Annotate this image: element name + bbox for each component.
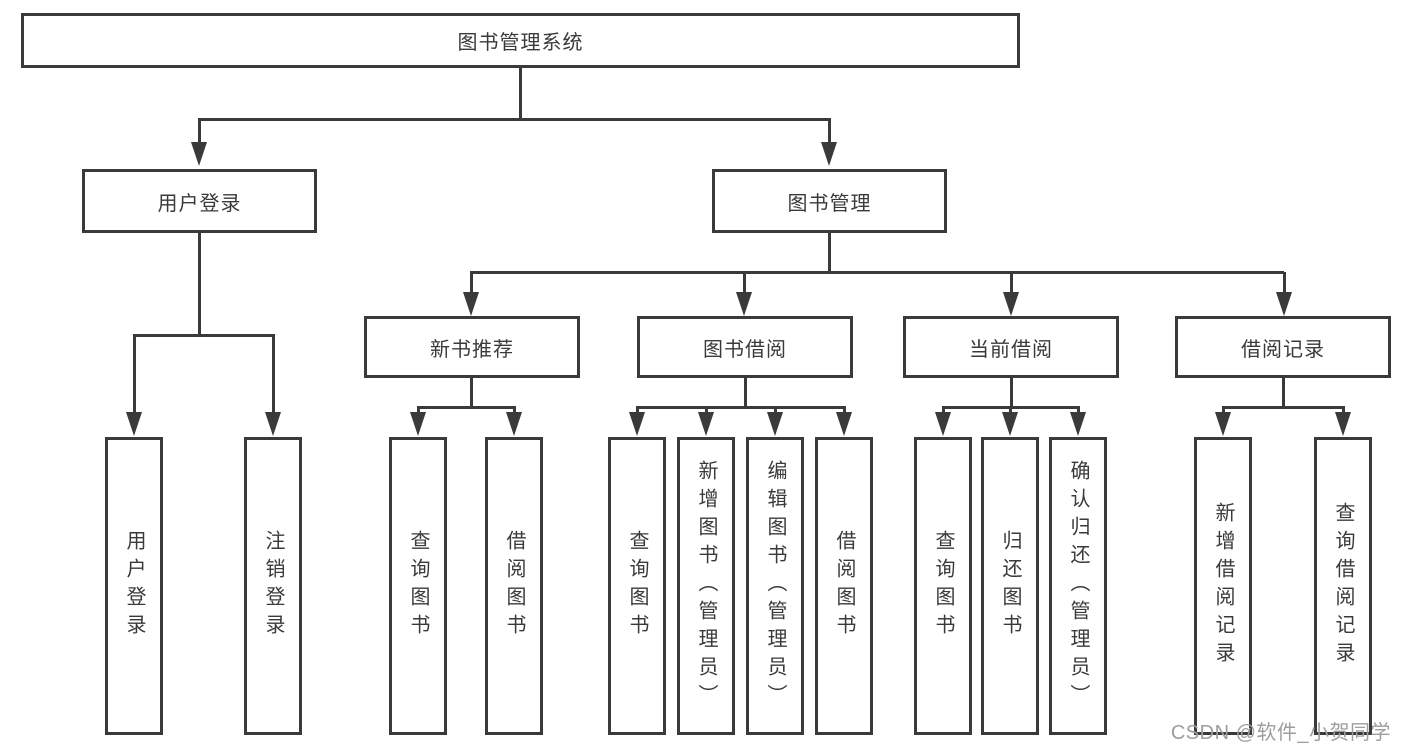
- connector-line: [519, 68, 522, 118]
- leaf-user-login: 用户登录: [105, 437, 163, 735]
- connector-line: [1222, 406, 1225, 416]
- connector-line: [942, 406, 945, 416]
- arrowhead-icon: [410, 412, 426, 436]
- connector-line: [470, 271, 1284, 274]
- arrowhead-icon: [1276, 292, 1292, 316]
- connector-line: [1282, 378, 1285, 409]
- connector-line: [1077, 406, 1080, 416]
- arrowhead-icon: [629, 412, 645, 436]
- connector-line: [1283, 272, 1286, 294]
- arrowhead-icon: [736, 292, 752, 316]
- arrowhead-icon: [935, 412, 951, 436]
- connector-line: [636, 406, 846, 409]
- connector-line: [843, 406, 846, 416]
- leaf-edit-books-admin: 编辑图书（管理员）: [746, 437, 804, 735]
- arrowhead-icon: [265, 412, 281, 436]
- node-root-system: 图书管理系统: [21, 13, 1020, 68]
- leaf-query-books-borrowing: 查询图书: [608, 437, 666, 735]
- connector-line: [1010, 378, 1013, 409]
- csdn-watermark: CSDN @软件_小贺同学: [1170, 722, 1391, 744]
- arrowhead-icon: [1335, 412, 1351, 436]
- connector-line: [828, 233, 831, 274]
- arrowhead-icon: [506, 412, 522, 436]
- node-book-borrowing: 图书借阅: [637, 316, 853, 378]
- connector-line: [417, 406, 420, 416]
- leaf-return-books: 归还图书: [981, 437, 1039, 735]
- connector-line: [1222, 406, 1345, 409]
- connector-line: [470, 272, 473, 294]
- arrowhead-icon: [836, 412, 852, 436]
- connector-line: [1009, 406, 1012, 416]
- arrowhead-icon: [1215, 412, 1231, 436]
- arrowhead-icon: [821, 142, 837, 166]
- connector-line: [774, 406, 777, 416]
- connector-line: [417, 406, 516, 409]
- leaf-confirm-return-admin: 确认归还（管理员）: [1049, 437, 1107, 735]
- connector-line: [272, 334, 275, 414]
- arrowhead-icon: [1003, 292, 1019, 316]
- arrowhead-icon: [698, 412, 714, 436]
- connector-line: [705, 406, 708, 416]
- arrowhead-icon: [191, 142, 207, 166]
- connector-line: [470, 378, 473, 409]
- connector-line: [744, 378, 747, 409]
- leaf-add-borrow-record: 新增借阅记录: [1194, 437, 1252, 735]
- node-book-management-branch: 图书管理: [712, 169, 947, 233]
- node-user-login-branch: 用户登录: [82, 169, 317, 233]
- connector-line: [133, 334, 136, 414]
- leaf-query-books-current: 查询图书: [914, 437, 972, 735]
- connector-line: [1010, 272, 1013, 294]
- node-new-book-recommend: 新书推荐: [364, 316, 580, 378]
- connector-line: [198, 118, 831, 121]
- connector-line: [513, 406, 516, 416]
- leaf-query-books-recommend: 查询图书: [389, 437, 447, 735]
- connector-line: [636, 406, 639, 416]
- node-borrow-records: 借阅记录: [1175, 316, 1391, 378]
- connector-line: [1342, 406, 1345, 416]
- leaf-add-books-admin: 新增图书（管理员）: [677, 437, 735, 735]
- arrowhead-icon: [1070, 412, 1086, 436]
- arrowhead-icon: [1002, 412, 1018, 436]
- node-current-borrowing: 当前借阅: [903, 316, 1119, 378]
- connector-line: [133, 334, 274, 337]
- leaf-borrow-books: 借阅图书: [815, 437, 873, 735]
- arrowhead-icon: [767, 412, 783, 436]
- leaf-borrow-books-recommend: 借阅图书: [485, 437, 543, 735]
- leaf-logout: 注销登录: [244, 437, 302, 735]
- arrowhead-icon: [126, 412, 142, 436]
- connector-line: [743, 272, 746, 294]
- connector-line: [828, 118, 831, 144]
- arrowhead-icon: [463, 292, 479, 316]
- leaf-query-borrow-record: 查询借阅记录: [1314, 437, 1372, 735]
- connector-line: [198, 233, 201, 337]
- connector-line: [198, 118, 201, 144]
